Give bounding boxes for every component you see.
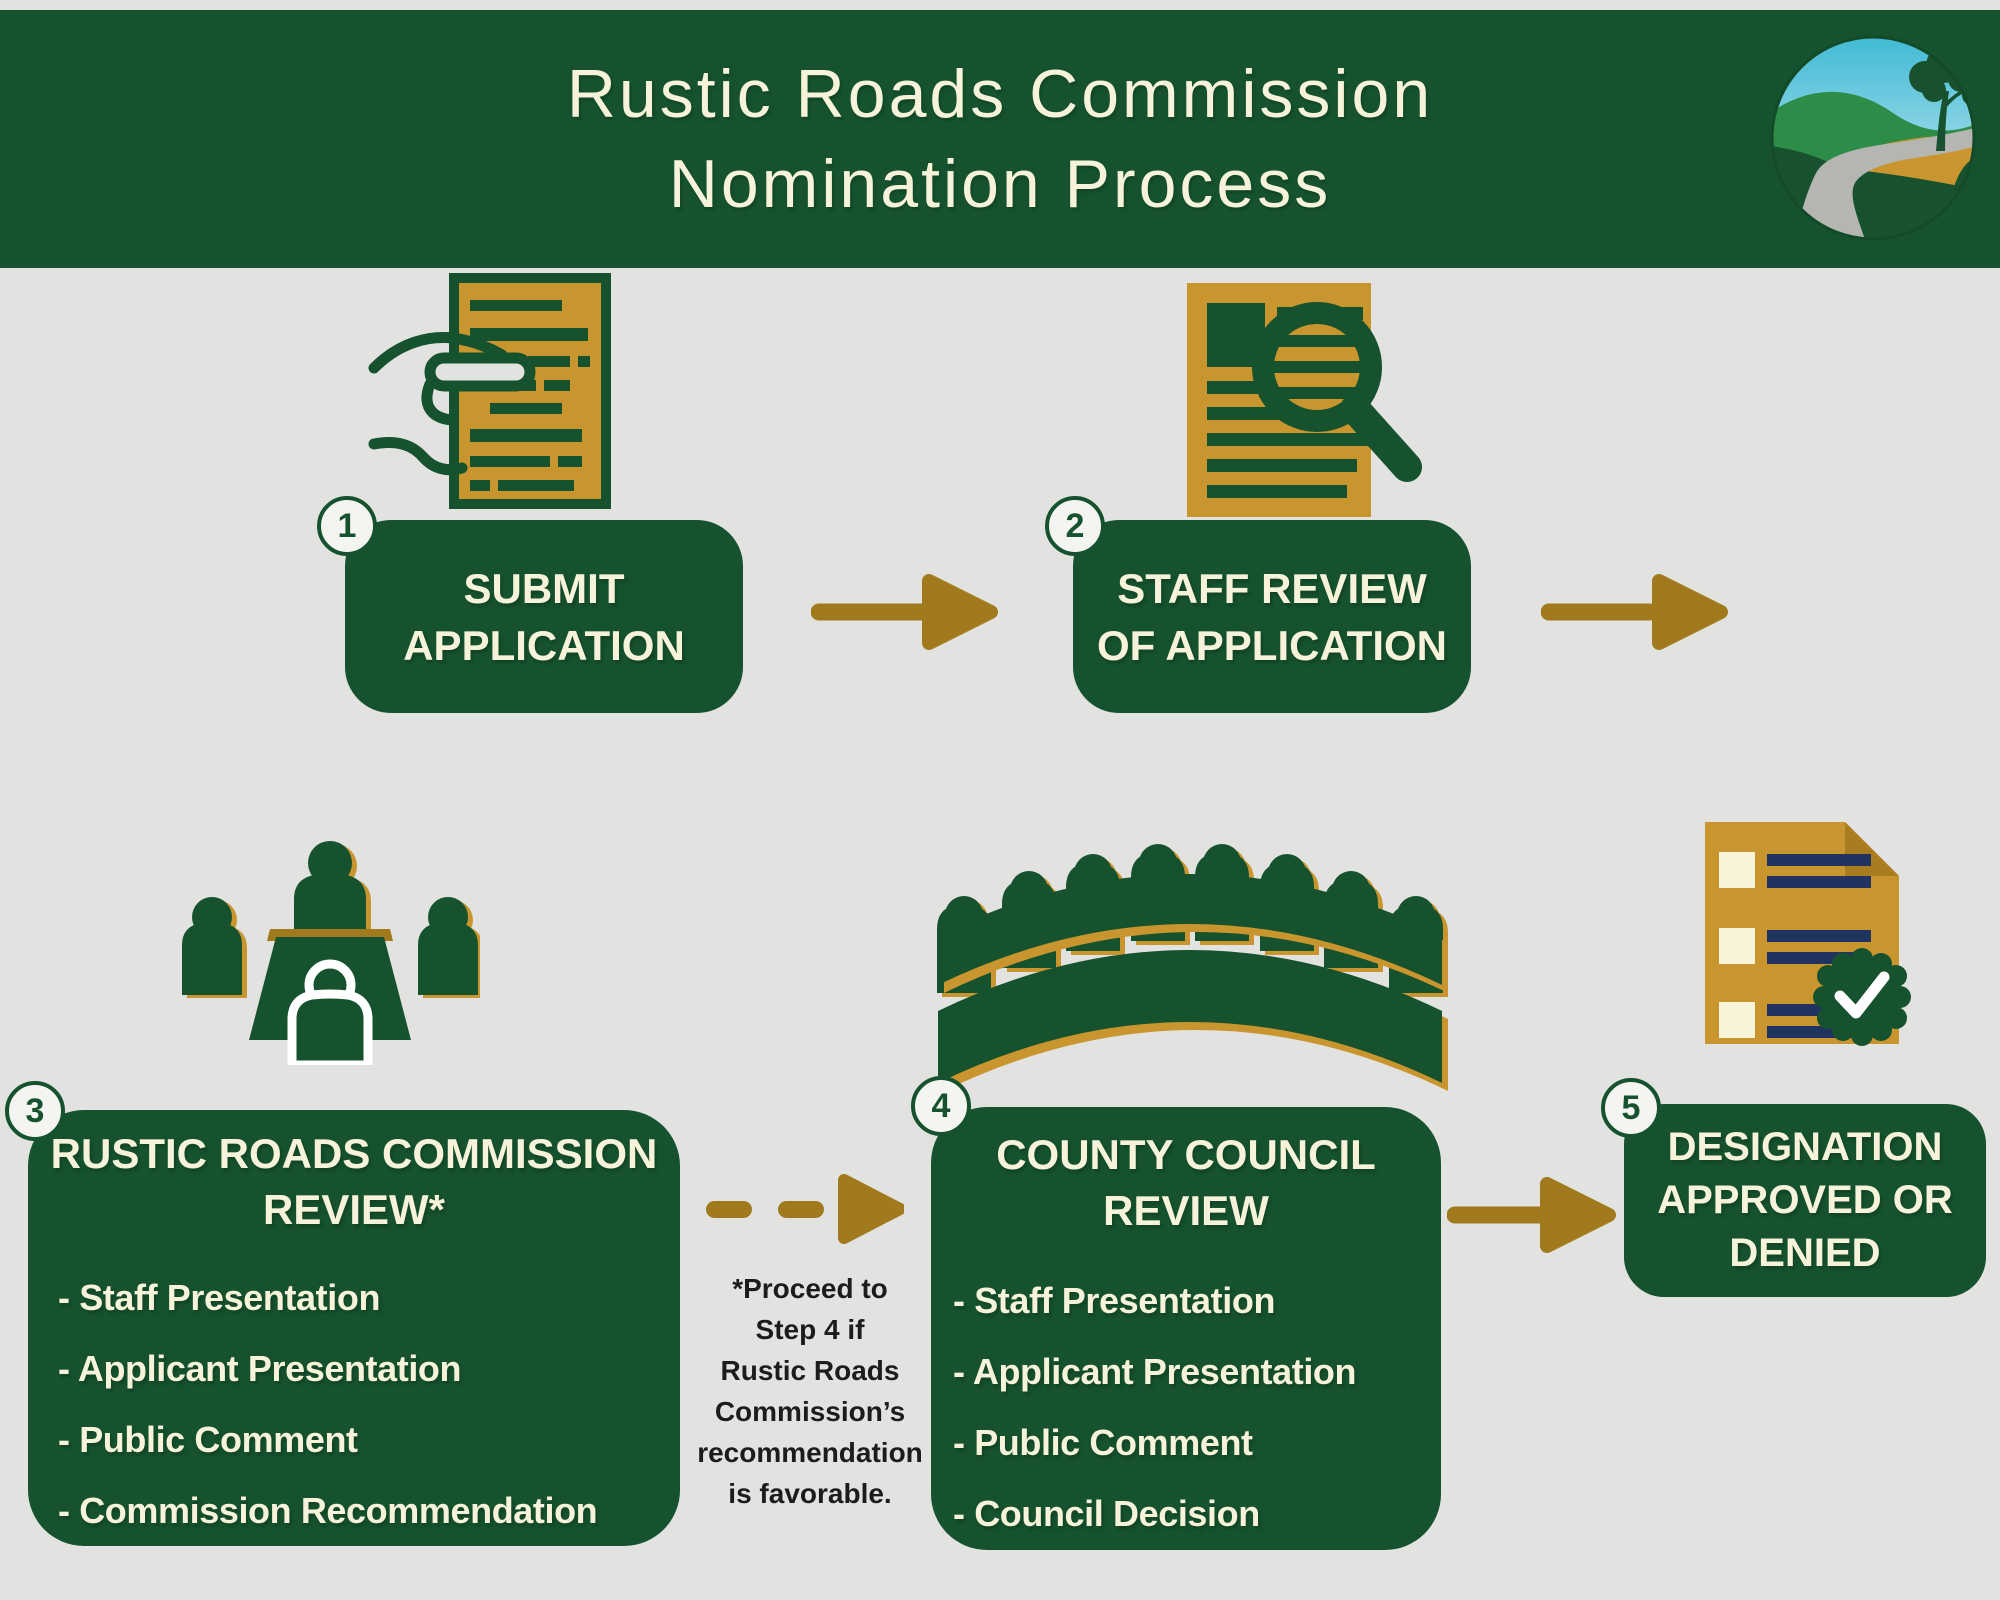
footnote-line: *Proceed to [732, 1273, 888, 1304]
arrow-step4-to-step5 [1447, 1177, 1616, 1253]
step5-label-line3: DENIED [1729, 1231, 1881, 1275]
lens-content [1263, 313, 1371, 421]
step4-heading-line2: REVIEW [1103, 1187, 1269, 1234]
footnote-line: Step 4 if [755, 1314, 865, 1345]
approved-checklist-icon [1705, 822, 1911, 1046]
step3-box: RUSTIC ROADS COMMISSION REVIEW* - Staff … [28, 1110, 680, 1546]
step4-number-badge: 4 [911, 1076, 971, 1136]
county-council-dais-icon [937, 844, 1448, 1091]
step5-box: DESIGNATION APPROVED OR DENIED [1624, 1104, 1986, 1297]
step5-label-line1: DESIGNATION [1667, 1125, 1943, 1169]
step1-label-line2: APPLICATION [403, 621, 685, 669]
arrow-step1-to-step2 [811, 574, 998, 650]
dashed-arrow-step3-to-step4 [706, 1174, 904, 1244]
rustic-roads-logo [1770, 35, 1976, 241]
step2-label-line1: STAFF REVIEW [1117, 564, 1427, 612]
step4-heading-line1: COUNTY COUNCIL [996, 1131, 1376, 1178]
magnifier-handle [1340, 394, 1422, 482]
list-item: - Staff Presentation [58, 1277, 381, 1318]
front-person [287, 959, 373, 1065]
page-title-line1: Rustic Roads Commission [566, 56, 1434, 132]
step5-label-line2: APPROVED OR [1657, 1178, 1953, 1222]
list-item: - Applicant Presentation [58, 1348, 462, 1389]
step1-number-badge: 1 [317, 496, 377, 556]
step2-number-badge: 2 [1045, 496, 1105, 556]
footnote-line: recommendation [697, 1437, 923, 1468]
hand-submitting-document-icon [368, 273, 611, 509]
logo-road [1794, 126, 1975, 240]
step2-box: STAFF REVIEW OF APPLICATION [1073, 520, 1471, 713]
step1-box: SUBMIT APPLICATION [345, 520, 743, 713]
step1-label-line1: SUBMIT [463, 564, 625, 612]
step3-heading-line2: REVIEW* [262, 1186, 446, 1233]
list-item: - Public Comment [953, 1422, 1253, 1463]
step4-item-list: - Staff Presentation - Applicant Present… [931, 1265, 1441, 1549]
list-item: - Staff Presentation [953, 1280, 1276, 1321]
list-item: - Public Comment [58, 1419, 358, 1460]
step2-label-line2: OF APPLICATION [1097, 621, 1447, 669]
folded-corner [1845, 822, 1899, 876]
hand-outline [368, 332, 536, 476]
list-item: - Applicant Presentation [953, 1351, 1357, 1392]
step5-number-badge: 5 [1601, 1078, 1661, 1138]
commission-meeting-table-icon [182, 841, 480, 1065]
arrow-step2-onward [1541, 574, 1728, 650]
list-item: - Commission Recommendation [58, 1490, 598, 1531]
footnote-line: Rustic Roads [720, 1355, 900, 1386]
footnote-text: *Proceed to Step 4 if Rustic Roads Commi… [690, 1268, 930, 1514]
page-title-line2: Nomination Process [668, 146, 1332, 222]
list-item: - Council Decision [953, 1493, 1260, 1534]
magnifier-ring [1252, 302, 1382, 432]
dais-bench [938, 874, 1448, 1091]
step3-heading-line1: RUSTIC ROADS COMMISSION [50, 1130, 658, 1177]
checkmark [1834, 971, 1890, 1019]
document-magnifier-icon [1187, 283, 1422, 517]
header-banner: Rustic Roads Commission Nomination Proce… [0, 10, 2000, 268]
step3-item-list: - Staff Presentation - Applicant Present… [28, 1262, 680, 1546]
footnote-line: Commission’s [714, 1396, 906, 1427]
step4-box: COUNTY COUNCIL REVIEW - Staff Presentati… [931, 1107, 1441, 1550]
approval-seal [1813, 948, 1911, 1046]
step3-number-badge: 3 [5, 1081, 65, 1141]
footnote-line: is favorable. [728, 1478, 892, 1509]
